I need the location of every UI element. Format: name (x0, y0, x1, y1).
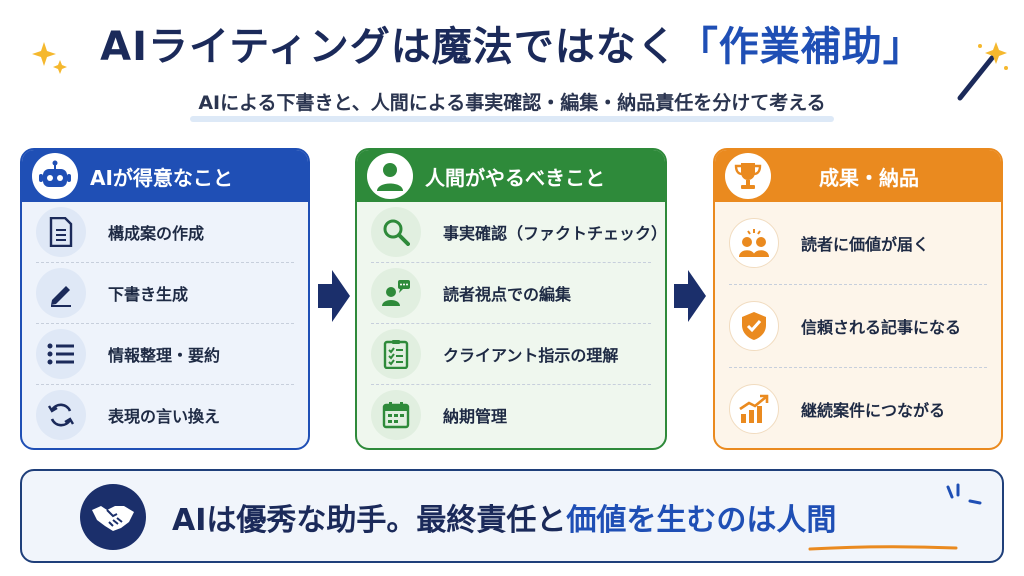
list-item-label: 事実確認（ファクトチェック） (443, 224, 667, 243)
panel-result: 成果・納品 読者に価値が届く 信頼される記事になる 継続案件につながる (713, 148, 1003, 450)
handshake-icon (80, 484, 146, 550)
list-icon (36, 329, 86, 379)
divider (36, 384, 294, 385)
list-item: 表現の言い換え (22, 385, 308, 445)
summary-part2: 価値を生むのは人間 (566, 503, 837, 538)
list-item-label: クライアント指示の理解 (443, 346, 619, 365)
list-item: 下書き生成 (22, 263, 308, 323)
divider (729, 367, 987, 368)
list-item-label: 読者に価値が届く (801, 235, 930, 254)
divider (371, 262, 651, 263)
magic-wand-icon (950, 38, 1010, 106)
refresh-icon (36, 390, 86, 440)
panel-ai-header: AIが得意なこと (22, 150, 308, 202)
list-item-label: 表現の言い換え (108, 407, 221, 426)
list-item-label: 下書き生成 (108, 285, 189, 304)
panel-result-title: 成果・納品 (819, 165, 919, 190)
page-title: AIライティングは魔法ではなく「作業補助」 (0, 14, 1024, 72)
readers-icon (729, 218, 779, 268)
divider (371, 323, 651, 324)
shield-check-icon (729, 301, 779, 351)
trophy-icon (725, 153, 771, 199)
subtitle: AIによる下書きと、人間による事実確認・編集・納品責任を分けて考える (198, 92, 826, 114)
subtitle-underline (190, 116, 834, 122)
growth-chart-icon (729, 384, 779, 434)
summary-banner: AIは優秀な助手。最終責任と価値を生むのは人間 (20, 469, 1004, 563)
summary-part1: AIは優秀な助手。最終責任と (172, 503, 567, 538)
summary-message: AIは優秀な助手。最終責任と価値を生むのは人間 (172, 495, 836, 539)
divider (36, 262, 294, 263)
panel-human-title: 人間がやるべきこと (425, 165, 605, 190)
list-item-label: 信頼される記事になる (801, 318, 962, 337)
list-item: 情報整理・要約 (22, 324, 308, 384)
divider (729, 284, 987, 285)
list-item: 読者視点での編集 (357, 263, 665, 323)
divider (371, 384, 651, 385)
list-item: 信頼される記事になる (715, 285, 1001, 367)
panel-human-header: 人間がやるべきこと (357, 150, 665, 202)
arrow-right-icon (318, 268, 350, 328)
panel-human: 人間がやるべきこと 事実確認（ファクトチェック） 読者視点での編集 クライアント… (355, 148, 667, 450)
calendar-icon (371, 390, 421, 440)
sparkle-icon (30, 38, 70, 82)
list-item-label: 読者視点での編集 (443, 285, 572, 304)
emphasis-lines-icon (946, 483, 982, 505)
list-item: 納期管理 (357, 385, 665, 445)
robot-icon (32, 153, 78, 199)
list-item-label: 納期管理 (443, 407, 508, 426)
list-item: クライアント指示の理解 (357, 324, 665, 384)
panel-ai-title: AIが得意なこと (90, 165, 233, 190)
list-item: 事実確認（ファクトチェック） (357, 202, 665, 262)
list-item-label: 情報整理・要約 (108, 346, 221, 365)
arrow-right-icon (674, 268, 706, 328)
list-item: 継続案件につながる (715, 368, 1001, 448)
reader-comment-icon (371, 268, 421, 318)
checklist-icon (371, 329, 421, 379)
panel-result-header: 成果・納品 (715, 150, 1001, 202)
highlight-underline (808, 545, 958, 551)
title-main: AIライティングは魔法ではなく (100, 24, 678, 70)
person-icon (367, 153, 413, 199)
panel-ai: AIが得意なこと 構成案の作成 下書き生成 情報整理・要約 表現の言い換え (20, 148, 310, 450)
divider (36, 323, 294, 324)
list-item: 構成案の作成 (22, 202, 308, 262)
title-accent: 「作業補助」 (677, 24, 924, 70)
list-item-label: 継続案件につながる (801, 401, 946, 420)
list-item-label: 構成案の作成 (108, 224, 205, 243)
magnifier-icon (371, 207, 421, 257)
pencil-icon (36, 268, 86, 318)
list-item: 読者に価値が届く (715, 202, 1001, 284)
document-icon (36, 207, 86, 257)
